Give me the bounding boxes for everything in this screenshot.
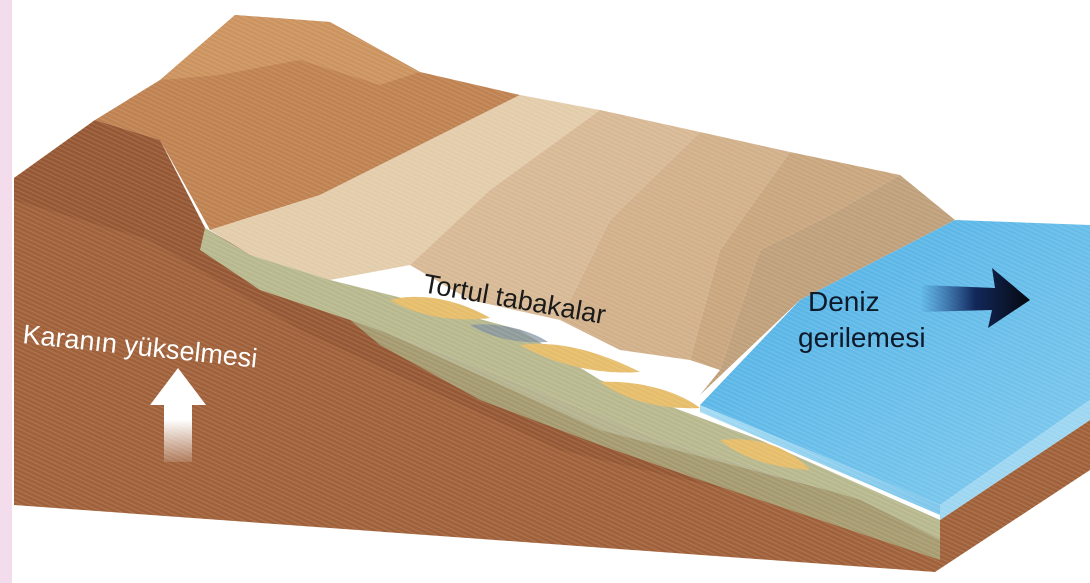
sea-regression-label-line1: Deniz (808, 286, 880, 317)
sea-regression-label-line2: gerilemesi (798, 322, 926, 353)
